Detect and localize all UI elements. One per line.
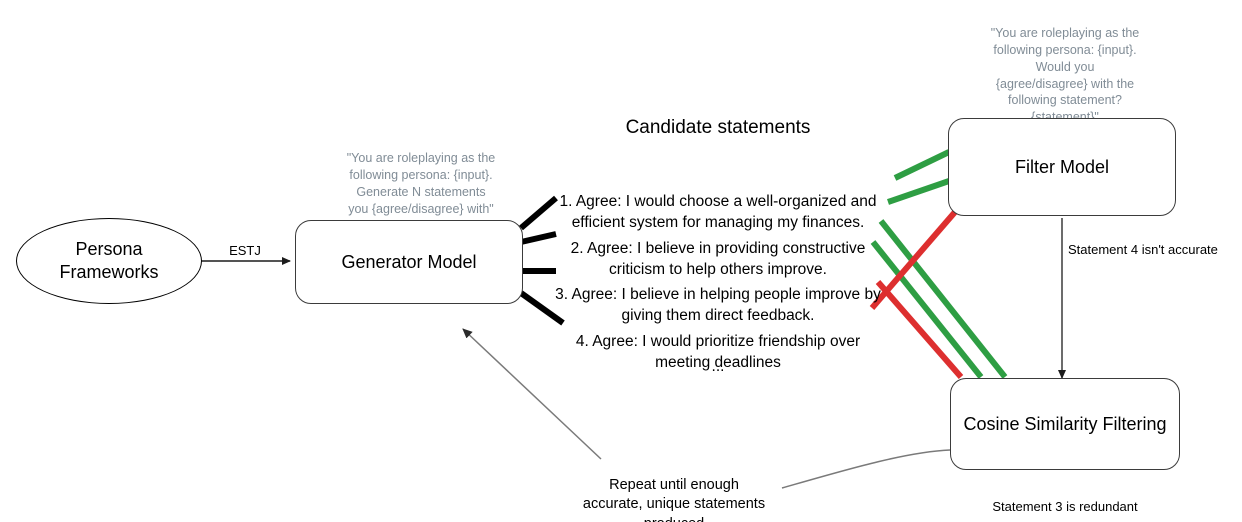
candidate-statements-heading-text: Candidate statements	[625, 117, 811, 138]
reject-line-2	[875, 280, 964, 379]
accept-line-3	[878, 219, 1008, 379]
edge-label-estj-text: ESTJ	[229, 242, 261, 258]
candidate-statements-heading: Candidate statements	[548, 117, 888, 139]
candidate-statement-1-text: 1. Agree: I would choose a well-organize…	[559, 193, 877, 231]
node-cosine-similarity-filtering[interactable]: Cosine Similarity Filtering	[950, 378, 1180, 470]
candidate-statement-2: 2. Agree: I believe in providing constru…	[548, 219, 888, 280]
candidate-statements-ellipsis-text: ...	[711, 358, 725, 375]
candidate-statement-4: 4. Agree: I would prioritize friendship …	[548, 312, 888, 373]
edge-label-statement-4-inaccurate-text: Statement 4 isn't accurate	[1068, 241, 1218, 257]
candidate-statement-2-text: 2. Agree: I believe in providing constru…	[570, 240, 866, 278]
accept-line-1	[893, 149, 951, 181]
node-filter-model[interactable]: Filter Model	[948, 118, 1176, 216]
caption-statement-3-redundant-text: Statement 3 is redundant	[992, 498, 1138, 514]
label-feedback-loop-text: Repeat until enough accurate, unique sta…	[582, 476, 766, 522]
node-persona-frameworks[interactable]: Persona Frameworks	[16, 218, 202, 304]
node-filter-model-label: Filter Model	[1014, 156, 1110, 177]
candidate-statement-3-text: 3. Agree: I believe in helping people im…	[555, 286, 881, 324]
edge-label-estj: ESTJ	[208, 226, 282, 260]
caption-statement-3-redundant: Statement 3 is redundant	[960, 482, 1170, 516]
node-persona-frameworks-label: Persona Frameworks	[59, 238, 159, 282]
node-generator-model-label: Generator Model	[341, 251, 477, 272]
accept-line-2	[887, 178, 950, 205]
candidate-statement-1: 1. Agree: I would choose a well-organize…	[548, 172, 888, 233]
accept-line-4	[870, 240, 984, 379]
prompt-generator: "You are roleplaying as the following pe…	[324, 133, 518, 217]
candidate-statements-ellipsis: ...	[548, 358, 888, 376]
prompt-filter-text: "You are roleplaying as the following pe…	[990, 25, 1140, 124]
label-feedback-loop: Repeat until enough accurate, unique sta…	[563, 456, 785, 522]
node-cosine-similarity-filtering-label: Cosine Similarity Filtering	[963, 413, 1167, 434]
prompt-generator-text: "You are roleplaying as the following pe…	[346, 150, 496, 216]
node-generator-model[interactable]: Generator Model	[295, 220, 523, 304]
candidate-statement-3: 3. Agree: I believe in helping people im…	[548, 265, 888, 326]
edge-feedback-curve	[781, 449, 951, 489]
candidate-statement-4-text: 4. Agree: I would prioritize friendship …	[575, 333, 861, 371]
edge-label-statement-4-inaccurate: Statement 4 isn't accurate	[1068, 225, 1242, 259]
prompt-filter: "You are roleplaying as the following pe…	[975, 8, 1155, 126]
